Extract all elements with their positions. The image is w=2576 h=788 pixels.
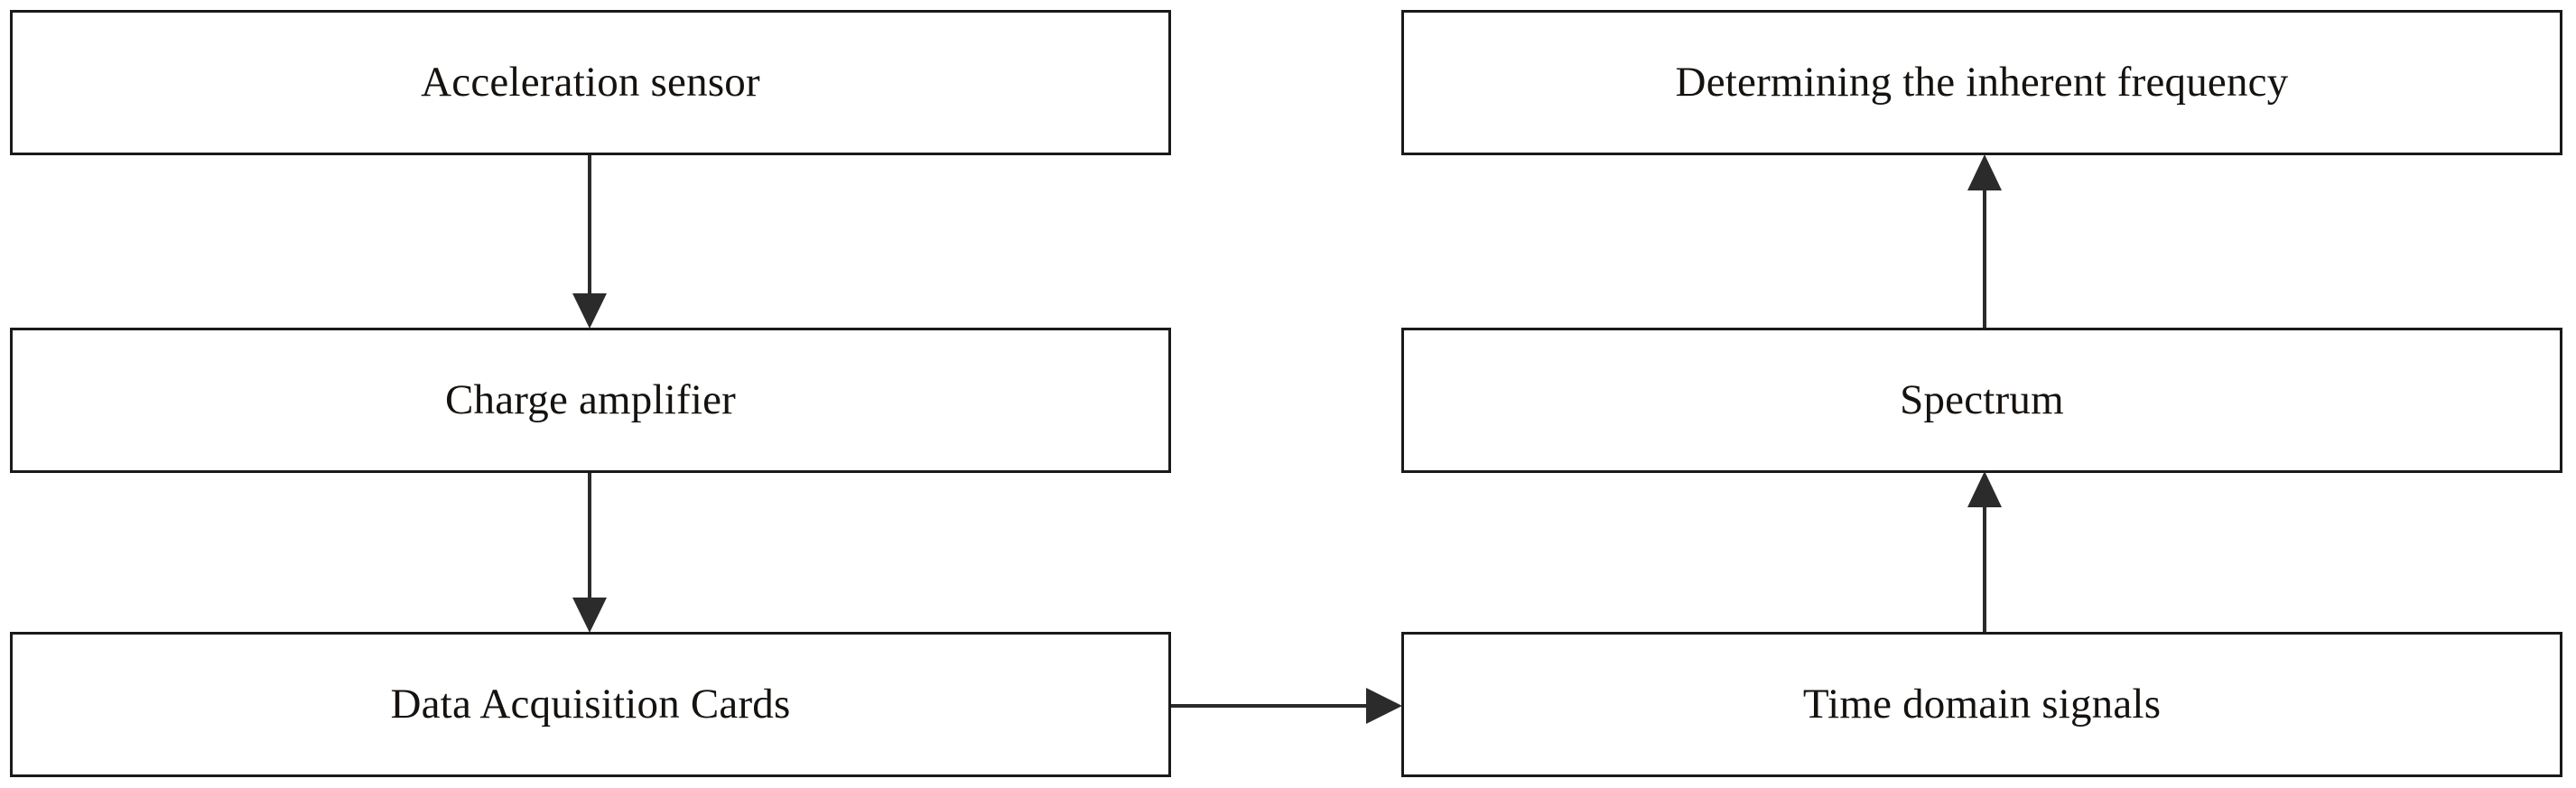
edge-daq-to-time-domain-arrow — [1171, 688, 1402, 724]
node-label: Time domain signals — [1802, 680, 2162, 728]
node-data-acquisition-cards[interactable]: Data Acquisition Cards — [10, 632, 1171, 777]
node-determining-the-inherent-frequency[interactable]: Determining the inherent frequency — [1401, 10, 2562, 155]
edge-sensor-to-amplifier-arrow — [572, 155, 607, 329]
node-label: Spectrum — [1900, 375, 2064, 423]
node-label: Determining the inherent frequency — [1675, 58, 2289, 106]
node-label: Acceleration sensor — [421, 58, 760, 106]
edge-amplifier-to-daq-arrow — [572, 473, 607, 633]
node-label: Charge amplifier — [444, 375, 737, 423]
edge-time-domain-to-spectrum-arrow — [1967, 471, 2002, 632]
node-spectrum[interactable]: Spectrum — [1401, 328, 2562, 473]
node-acceleration-sensor[interactable]: Acceleration sensor — [10, 10, 1171, 155]
edge-spectrum-to-frequency-arrow — [1967, 154, 2002, 328]
node-label: Data Acquisition Cards — [390, 680, 791, 728]
node-charge-amplifier[interactable]: Charge amplifier — [10, 328, 1171, 473]
node-time-domain-signals[interactable]: Time domain signals — [1401, 632, 2562, 777]
